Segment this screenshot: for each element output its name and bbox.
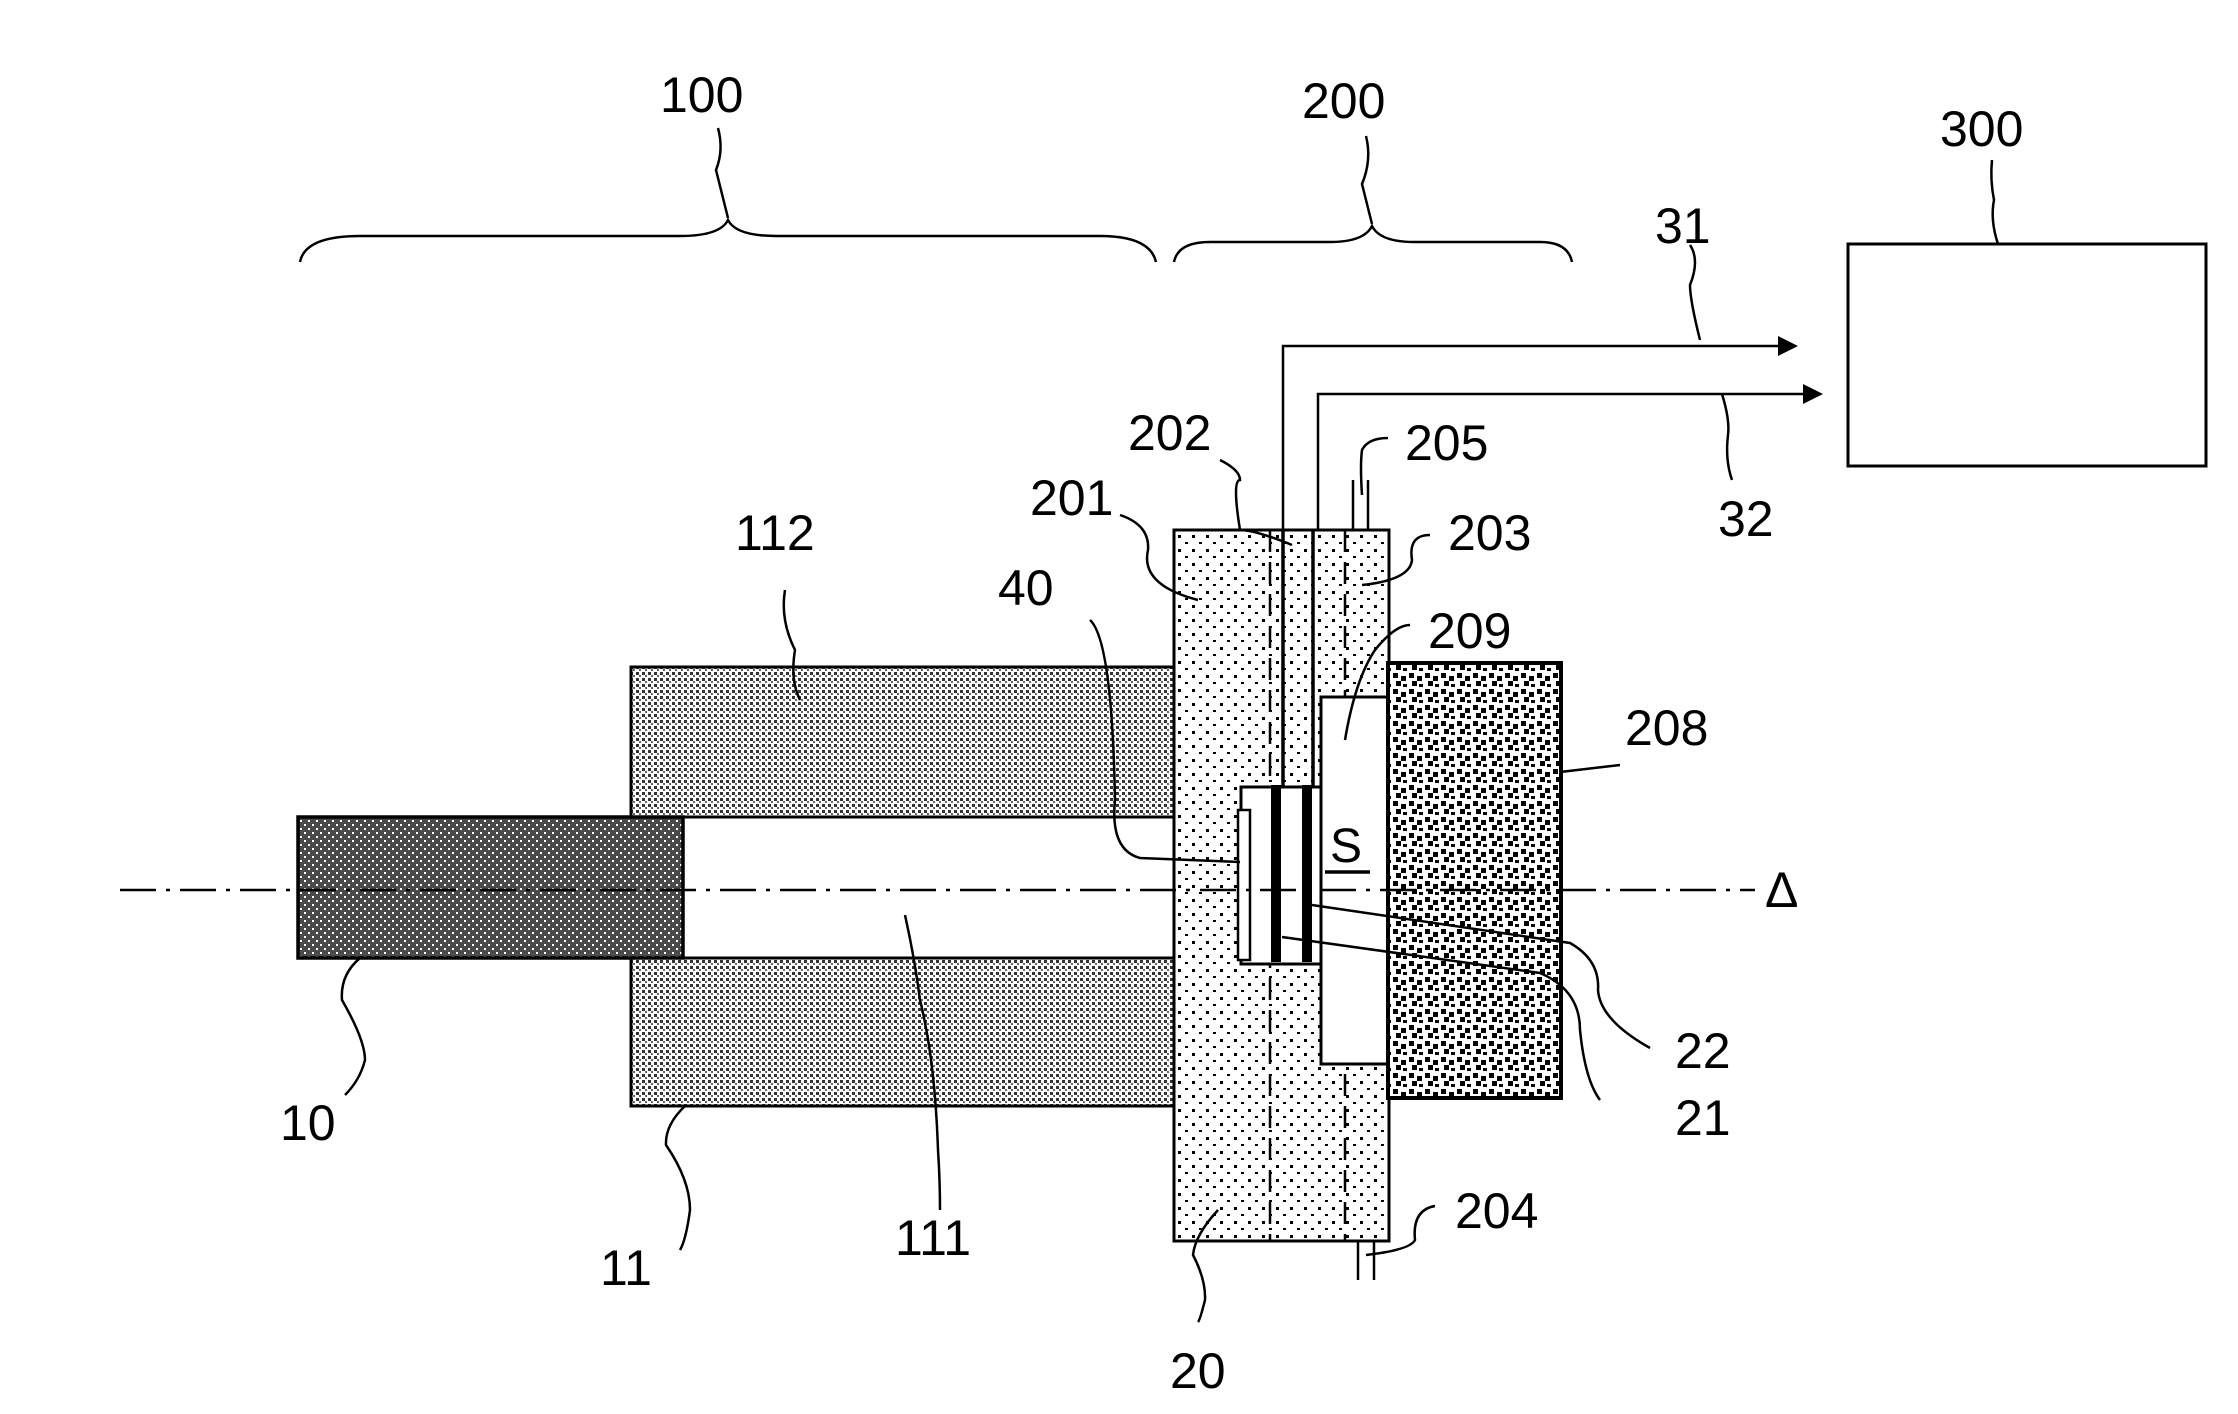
label-10: 10 (280, 1095, 336, 1151)
leader-300 (1990, 159, 2000, 245)
leader-22 (1311, 903, 1651, 1050)
leader-40 (1089, 619, 1241, 864)
label-22: 22 (1675, 1023, 1731, 1079)
label-11: 11 (600, 1240, 652, 1296)
axis-symbol: Δ (1765, 862, 1798, 918)
leader-31 (1688, 244, 1702, 341)
electrode-21 (1271, 785, 1281, 962)
label-200: 200 (1302, 73, 1385, 129)
body-11-bottom (629, 956, 1243, 1108)
electrode-22 (1302, 785, 1312, 962)
leader-10 (340, 957, 367, 1096)
label-112: 112 (735, 505, 815, 561)
leader-21 (1281, 935, 1602, 1101)
label-31: 31 (1655, 198, 1711, 254)
label-100: 100 (660, 67, 743, 123)
element-10 (296, 815, 685, 960)
brace-100 (298, 217, 1158, 263)
leader-112 (782, 589, 802, 701)
unit-300-box (1846, 242, 2208, 468)
body-112-top (629, 665, 1243, 819)
chamber-209 (1319, 695, 1390, 1066)
label-203: 203 (1448, 505, 1531, 561)
leader-209 (1343, 623, 1411, 741)
label-21: 21 (1675, 1090, 1731, 1146)
label-40: 40 (998, 560, 1054, 616)
leader-204 (1365, 1204, 1436, 1257)
block-208 (1386, 661, 1563, 1100)
label-202: 202 (1128, 405, 1211, 461)
region-label-s: S (1330, 820, 1362, 873)
label-208: 208 (1625, 700, 1708, 756)
leader-203 (1361, 533, 1431, 587)
label-300: 300 (1940, 101, 2023, 157)
label-20: 20 (1170, 1343, 1226, 1399)
leader-208 (1559, 763, 1621, 774)
label-111: 111 (895, 1210, 971, 1266)
leader-111 (903, 914, 942, 1211)
label-209: 209 (1428, 603, 1511, 659)
window-40 (1236, 808, 1252, 962)
bore-111 (681, 815, 1243, 960)
leader-205 (1359, 436, 1389, 496)
brace-200 (1172, 223, 1574, 263)
leader-202 (1219, 458, 1293, 547)
label-32: 32 (1718, 491, 1774, 547)
leader-201 (1119, 513, 1199, 602)
leader-11 (664, 1105, 692, 1251)
label-205: 205 (1405, 415, 1488, 471)
leader-100 (714, 127, 730, 219)
arrowhead-31 (1778, 336, 1798, 356)
label-204: 204 (1455, 1183, 1538, 1239)
leader-200 (1360, 135, 1374, 225)
arrowhead-32 (1803, 384, 1823, 404)
label-201: 201 (1030, 470, 1113, 526)
leader-20 (1191, 1209, 1219, 1323)
leader-32 (1720, 393, 1734, 481)
